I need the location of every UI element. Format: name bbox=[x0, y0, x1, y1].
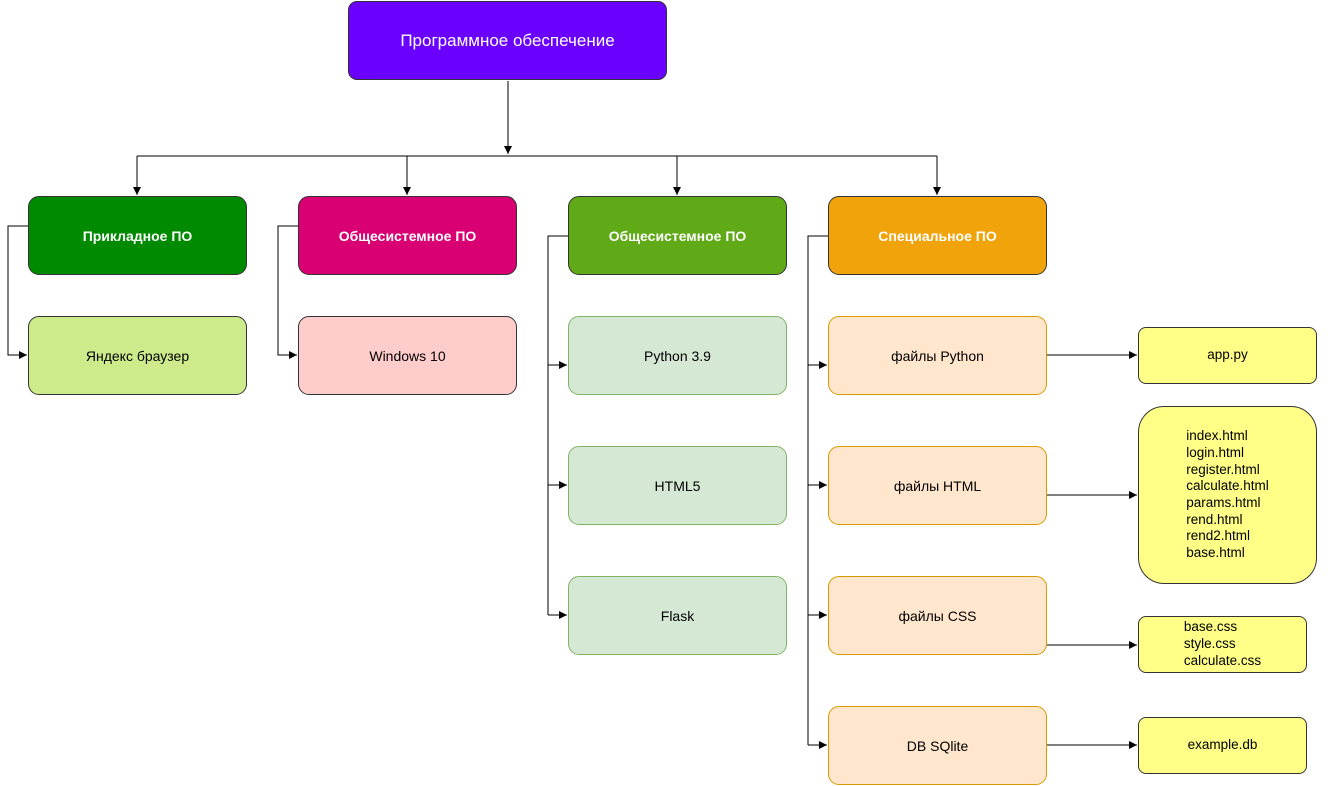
item-flask: Flask bbox=[568, 576, 787, 655]
file-name: base.css bbox=[1183, 619, 1238, 635]
category-special-software: Специальное ПО bbox=[828, 196, 1047, 275]
category-label: Специальное ПО bbox=[878, 227, 997, 244]
file-name: style.css bbox=[1183, 636, 1236, 652]
item-label: Python 3.9 bbox=[644, 347, 711, 364]
item-python-files: файлы Python bbox=[828, 316, 1047, 395]
category-label: Общесистемное ПО bbox=[608, 227, 747, 244]
item-html5: HTML5 bbox=[568, 446, 787, 525]
file-list-db: example.db bbox=[1138, 717, 1307, 774]
item-label: Windows 10 bbox=[369, 347, 446, 364]
file-name: login.html bbox=[1186, 444, 1244, 460]
file-name: params.html bbox=[1186, 495, 1261, 510]
file-name: base.html bbox=[1186, 545, 1245, 561]
file-name: rend2.html bbox=[1186, 528, 1251, 544]
item-html-files: файлы HTML bbox=[828, 446, 1047, 525]
file-name: index.html bbox=[1186, 428, 1248, 444]
category-system-software-dev: Общесистемное ПО bbox=[568, 196, 787, 275]
item-label: DB SQlite bbox=[906, 737, 969, 754]
file-name: calculate.css bbox=[1183, 652, 1262, 668]
item-label: файлы Python bbox=[891, 347, 984, 364]
item-label: Flask bbox=[660, 607, 695, 624]
category-label: Общесистемное ПО bbox=[338, 227, 477, 244]
edge-dev-spine bbox=[547, 235, 568, 615]
item-yandex-browser: Яндекс браузер bbox=[28, 316, 247, 395]
file-list-html: index.html login.html register.html calc… bbox=[1138, 406, 1317, 584]
file-list-css: base.css style.css calculate.css bbox=[1138, 616, 1307, 673]
edge-applied-to-yandex bbox=[7, 225, 28, 359]
item-label: Яндекс браузер bbox=[85, 347, 190, 364]
item-css-files: файлы CSS bbox=[828, 576, 1047, 655]
item-label: файлы CSS bbox=[898, 607, 977, 624]
root-node-label: Программное обеспечение bbox=[400, 30, 615, 50]
item-label: HTML5 bbox=[654, 477, 701, 494]
item-sqlite-db: DB SQlite bbox=[828, 706, 1047, 785]
edge-special-spine bbox=[807, 235, 828, 745]
item-python: Python 3.9 bbox=[568, 316, 787, 395]
item-windows-10: Windows 10 bbox=[298, 316, 517, 395]
category-system-software-os: Общесистемное ПО bbox=[298, 196, 517, 275]
file-name: rend.html bbox=[1186, 511, 1243, 527]
item-label: файлы HTML bbox=[893, 477, 982, 494]
file-name: example.db bbox=[1187, 737, 1258, 753]
file-list-python: app.py bbox=[1138, 327, 1317, 384]
file-name: calculate.html bbox=[1186, 478, 1269, 494]
category-applied-software: Прикладное ПО bbox=[28, 196, 247, 275]
file-name: app.py bbox=[1207, 347, 1248, 363]
edge-os-to-windows bbox=[277, 225, 298, 359]
category-label: Прикладное ПО bbox=[82, 227, 193, 244]
file-name: register.html bbox=[1186, 461, 1260, 477]
root-node: Программное обеспечение bbox=[348, 1, 667, 80]
